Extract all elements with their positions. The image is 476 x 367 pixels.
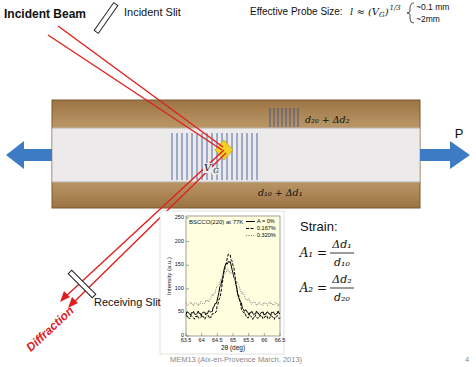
legend-line-sample	[246, 226, 255, 231]
label: A₂ =	[300, 282, 327, 294]
label: 2θ (deg)	[221, 345, 245, 352]
label: d₁₀ + Δd₁	[258, 188, 302, 198]
label: Intensity (a.u.)	[166, 257, 172, 295]
label: 66	[261, 338, 267, 344]
label: G	[212, 168, 220, 175]
inset-panel	[160, 211, 284, 354]
specimen-grip	[52, 100, 420, 208]
label: Diffraction	[24, 304, 76, 354]
label: BSCCO(220) at 77K	[189, 219, 243, 225]
label: Incident Slit	[124, 7, 181, 18]
label: P	[455, 127, 464, 140]
legend-text: 0.320%	[257, 233, 276, 239]
label: 150	[175, 262, 184, 268]
label: 65	[230, 338, 236, 344]
label: 250	[175, 215, 184, 221]
peak-curves	[186, 218, 280, 336]
label: 64.5	[212, 338, 223, 344]
fraction-bar	[330, 253, 354, 254]
label: d₁₀	[334, 257, 350, 268]
label: ~2mm	[416, 15, 440, 24]
label: 1/3	[390, 5, 401, 12]
specimen-core	[52, 128, 420, 182]
label: 50	[178, 310, 184, 316]
legend-text: 0.167%	[257, 226, 276, 232]
label: 63.5	[181, 338, 192, 344]
legend-line-sample	[246, 219, 255, 224]
label: 4	[465, 356, 469, 364]
incident-beam	[48, 35, 222, 150]
label: Δd₂	[332, 274, 351, 285]
label: Δd₁	[332, 239, 351, 250]
label: MEM13 (Aix-en-Provence March, 2013)	[170, 356, 302, 364]
label: d₂₀	[334, 292, 350, 303]
label: Strain:	[300, 220, 338, 233]
lattice-planes	[172, 108, 298, 180]
plot-area	[186, 216, 280, 336]
label: Effective Probe Size:	[250, 7, 343, 17]
label: V	[203, 163, 212, 173]
incident-beam	[58, 26, 223, 147]
legend-line-sample	[246, 233, 255, 238]
legend-entry: 0.167%	[246, 226, 276, 232]
incident-slit	[94, 3, 118, 34]
label: A₁ =	[300, 247, 327, 259]
legend-entry: 0.320%	[246, 233, 276, 239]
legend-entry: A = 0%	[246, 219, 275, 225]
label: 100	[175, 286, 184, 292]
label: ~0.1 mm	[416, 3, 449, 12]
label: 66.5	[275, 338, 286, 344]
load-arrow	[6, 141, 52, 169]
label: d₂₀ + Δd₂	[305, 115, 349, 125]
label: l ≈ (V	[350, 7, 379, 17]
fraction-bar	[330, 288, 354, 289]
label: Receiving Slit	[94, 297, 161, 308]
load-arrow	[420, 141, 470, 169]
label: 64	[199, 338, 205, 344]
brace	[407, 3, 414, 23]
label: 200	[175, 239, 184, 245]
label: 65.5	[243, 338, 254, 344]
legend-text: A = 0%	[257, 219, 275, 225]
receiving-slit	[68, 270, 96, 298]
arrowhead	[60, 291, 70, 302]
label: Incident Beam	[4, 8, 86, 20]
label: )	[385, 7, 389, 17]
label: G	[379, 12, 385, 19]
